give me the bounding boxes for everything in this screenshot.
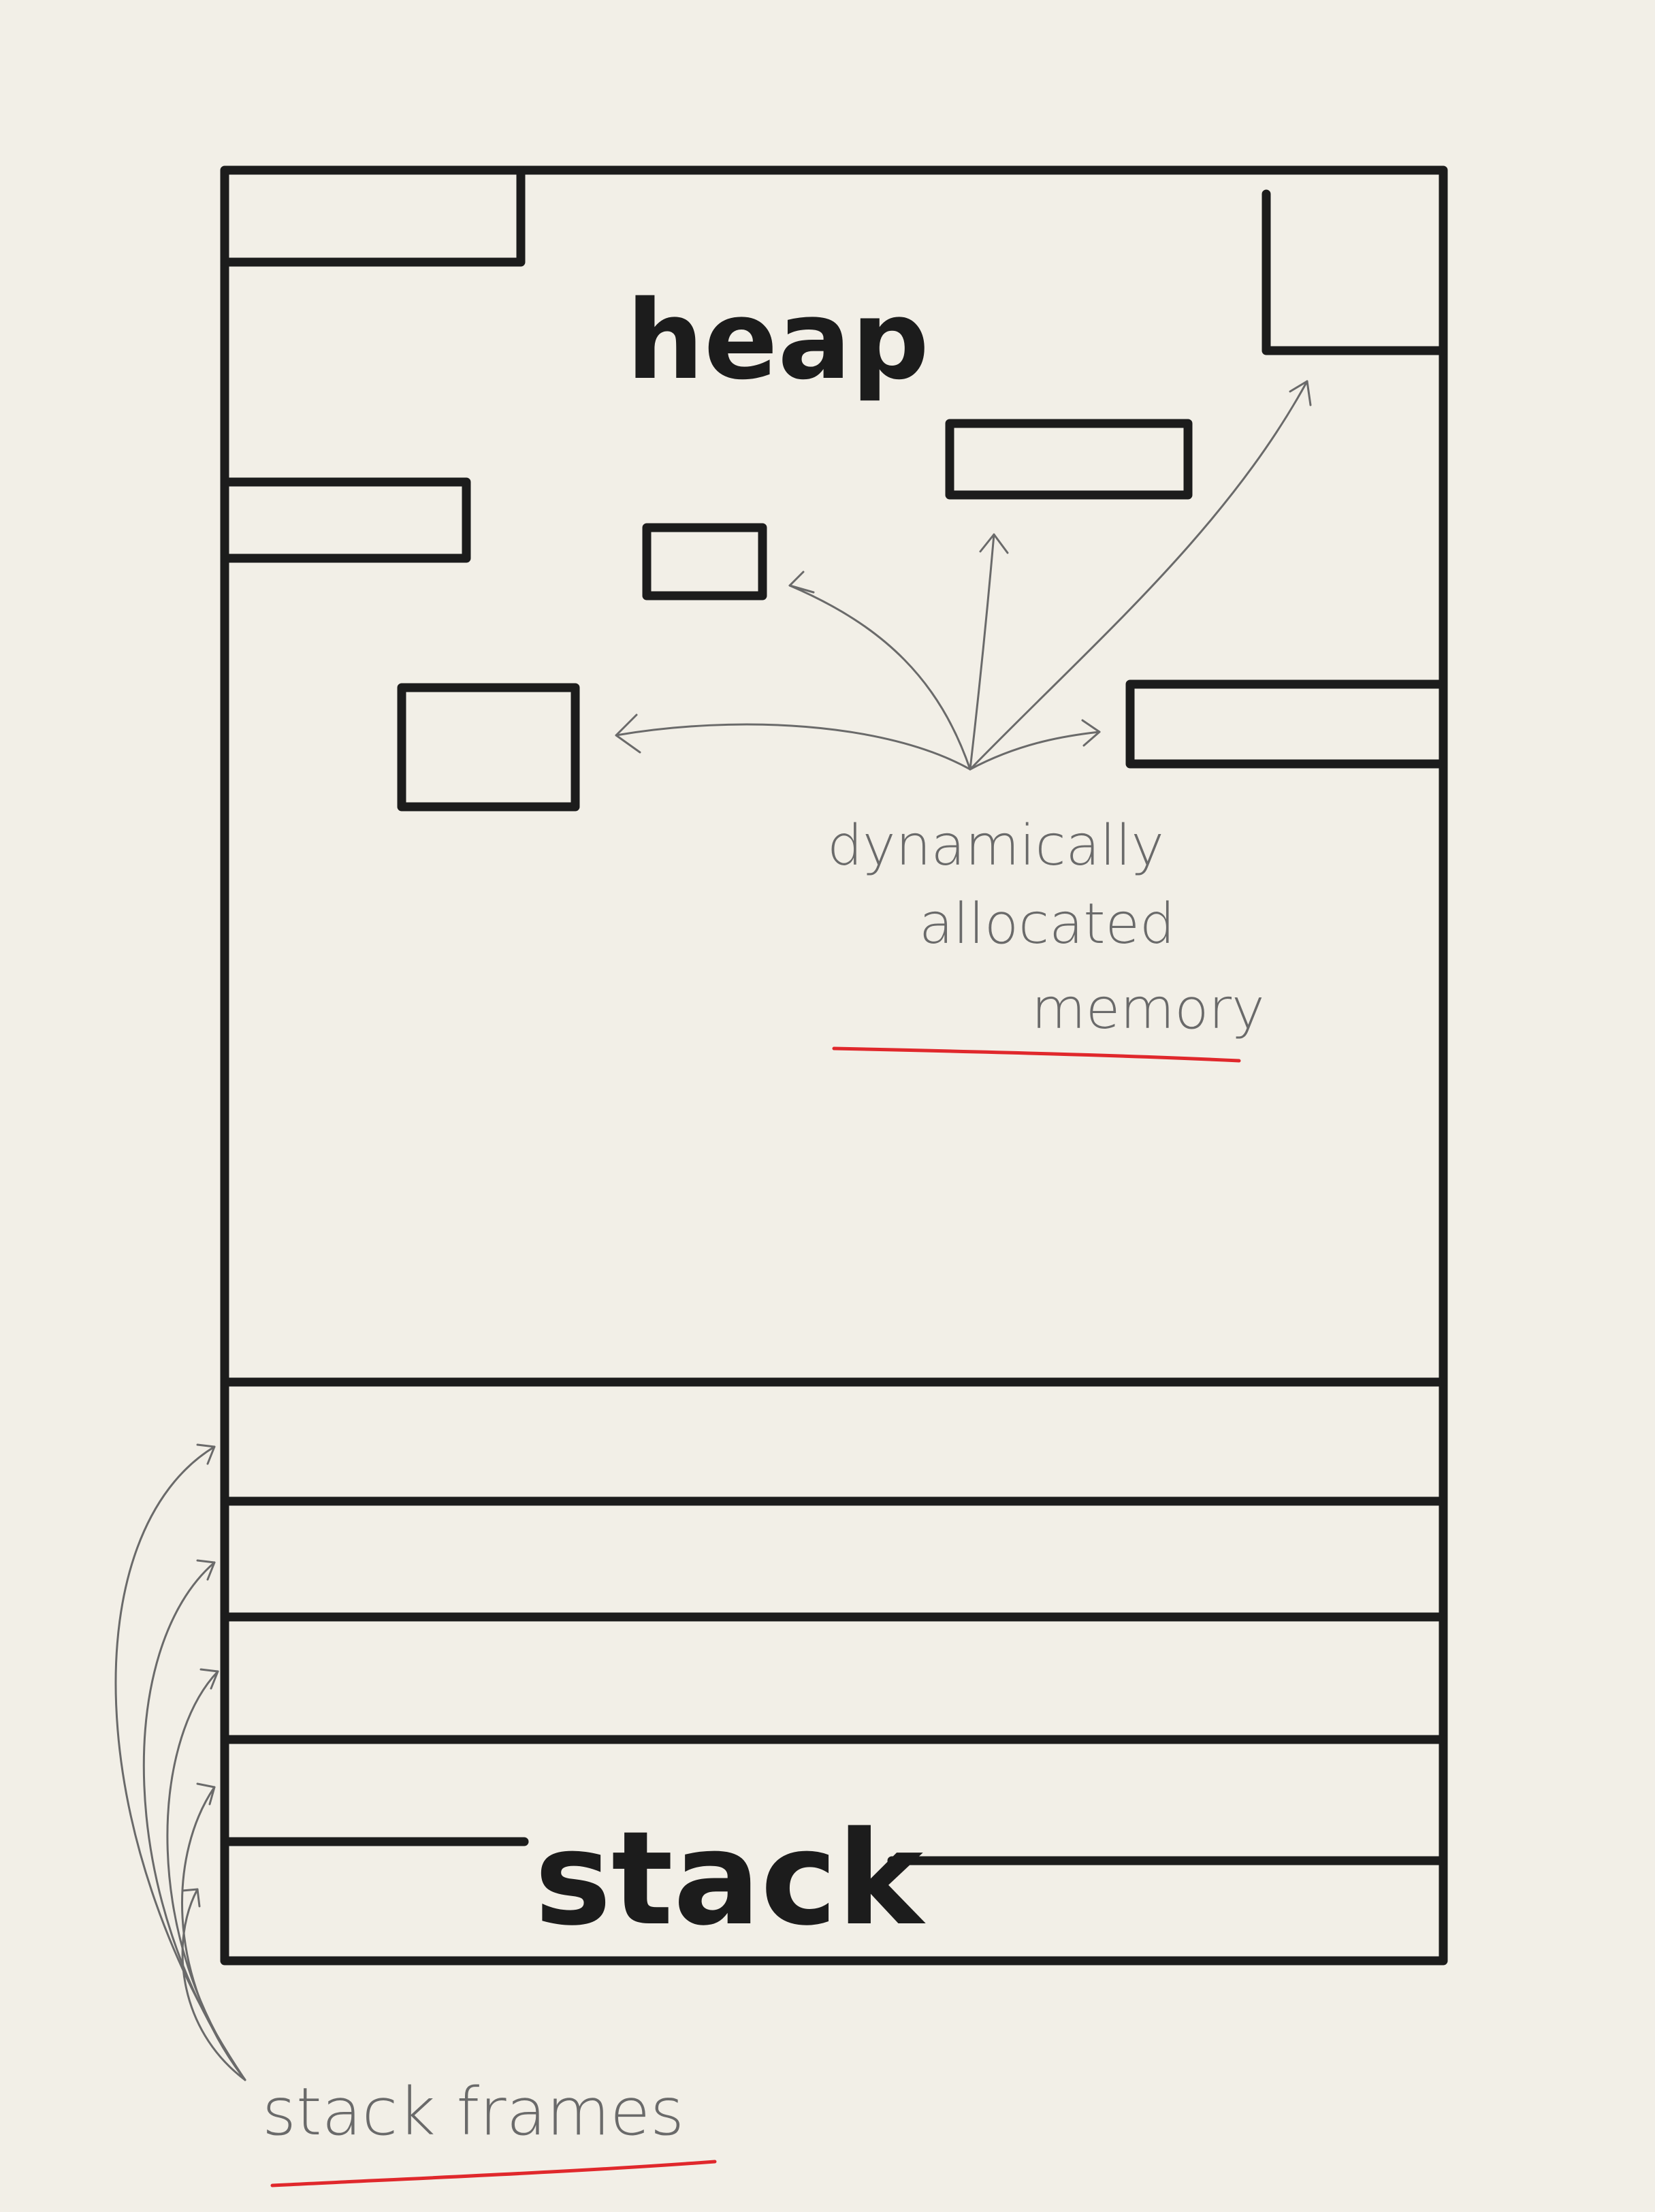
arrowhead-right-edge: [1081, 719, 1101, 747]
arrow-to-small-block: [788, 584, 971, 771]
heap-block-lower-left: [397, 683, 580, 812]
stack-label: stack: [534, 1804, 926, 1954]
annotation-red-underline: [832, 1046, 1241, 1063]
heap-block-top-right: [1262, 189, 1448, 355]
annotation-line-2: allocated: [919, 892, 1175, 957]
arrow-frame-4: [181, 1786, 246, 2081]
stack-frames-annotation: stack frames: [262, 2074, 717, 2187]
arrowhead-frame-1: [196, 1443, 216, 1465]
arrowhead-frame-2: [196, 1559, 216, 1581]
arrow-to-top-right-block: [969, 380, 1308, 771]
heap-block-right-edge: [1125, 679, 1448, 769]
stack-frame-arrows: [114, 1443, 246, 2081]
heap-block-small: [642, 523, 767, 600]
memory-frame: [220, 165, 1448, 1966]
arrowhead-frame-3: [199, 1668, 219, 1690]
arrowhead-upper-middle: [979, 533, 1009, 554]
arrowhead-frame-5: [181, 1888, 201, 1908]
arrow-frame-2: [142, 1561, 246, 2081]
stack-frames-label: stack frames: [262, 2074, 684, 2150]
heap-block-left-edge: [220, 477, 471, 563]
arrowhead-frame-4: [196, 1782, 216, 1806]
heap-label: heap: [626, 276, 929, 404]
heap-block-upper-middle: [945, 419, 1193, 500]
arrowhead-lower-left: [615, 714, 641, 754]
arrowhead-top-right: [1289, 380, 1312, 406]
annotation-line-3: memory: [1031, 977, 1265, 1042]
arrow-to-right-edge-block: [969, 731, 1101, 771]
dynamic-memory-annotation: dynamically allocated memory: [827, 814, 1265, 1063]
stack-region: [220, 1377, 1448, 1865]
annotation-line-1: dynamically: [827, 814, 1164, 878]
allocation-arrows: [615, 380, 1312, 771]
heap-block-top-left: [220, 165, 526, 267]
stack-frames-red-underline: [270, 2160, 717, 2187]
arrowhead-small-block: [788, 571, 815, 594]
arrow-to-upper-middle-block: [969, 533, 995, 771]
arrow-to-lower-left-block: [615, 723, 971, 771]
arrow-frame-5: [181, 1888, 246, 2081]
